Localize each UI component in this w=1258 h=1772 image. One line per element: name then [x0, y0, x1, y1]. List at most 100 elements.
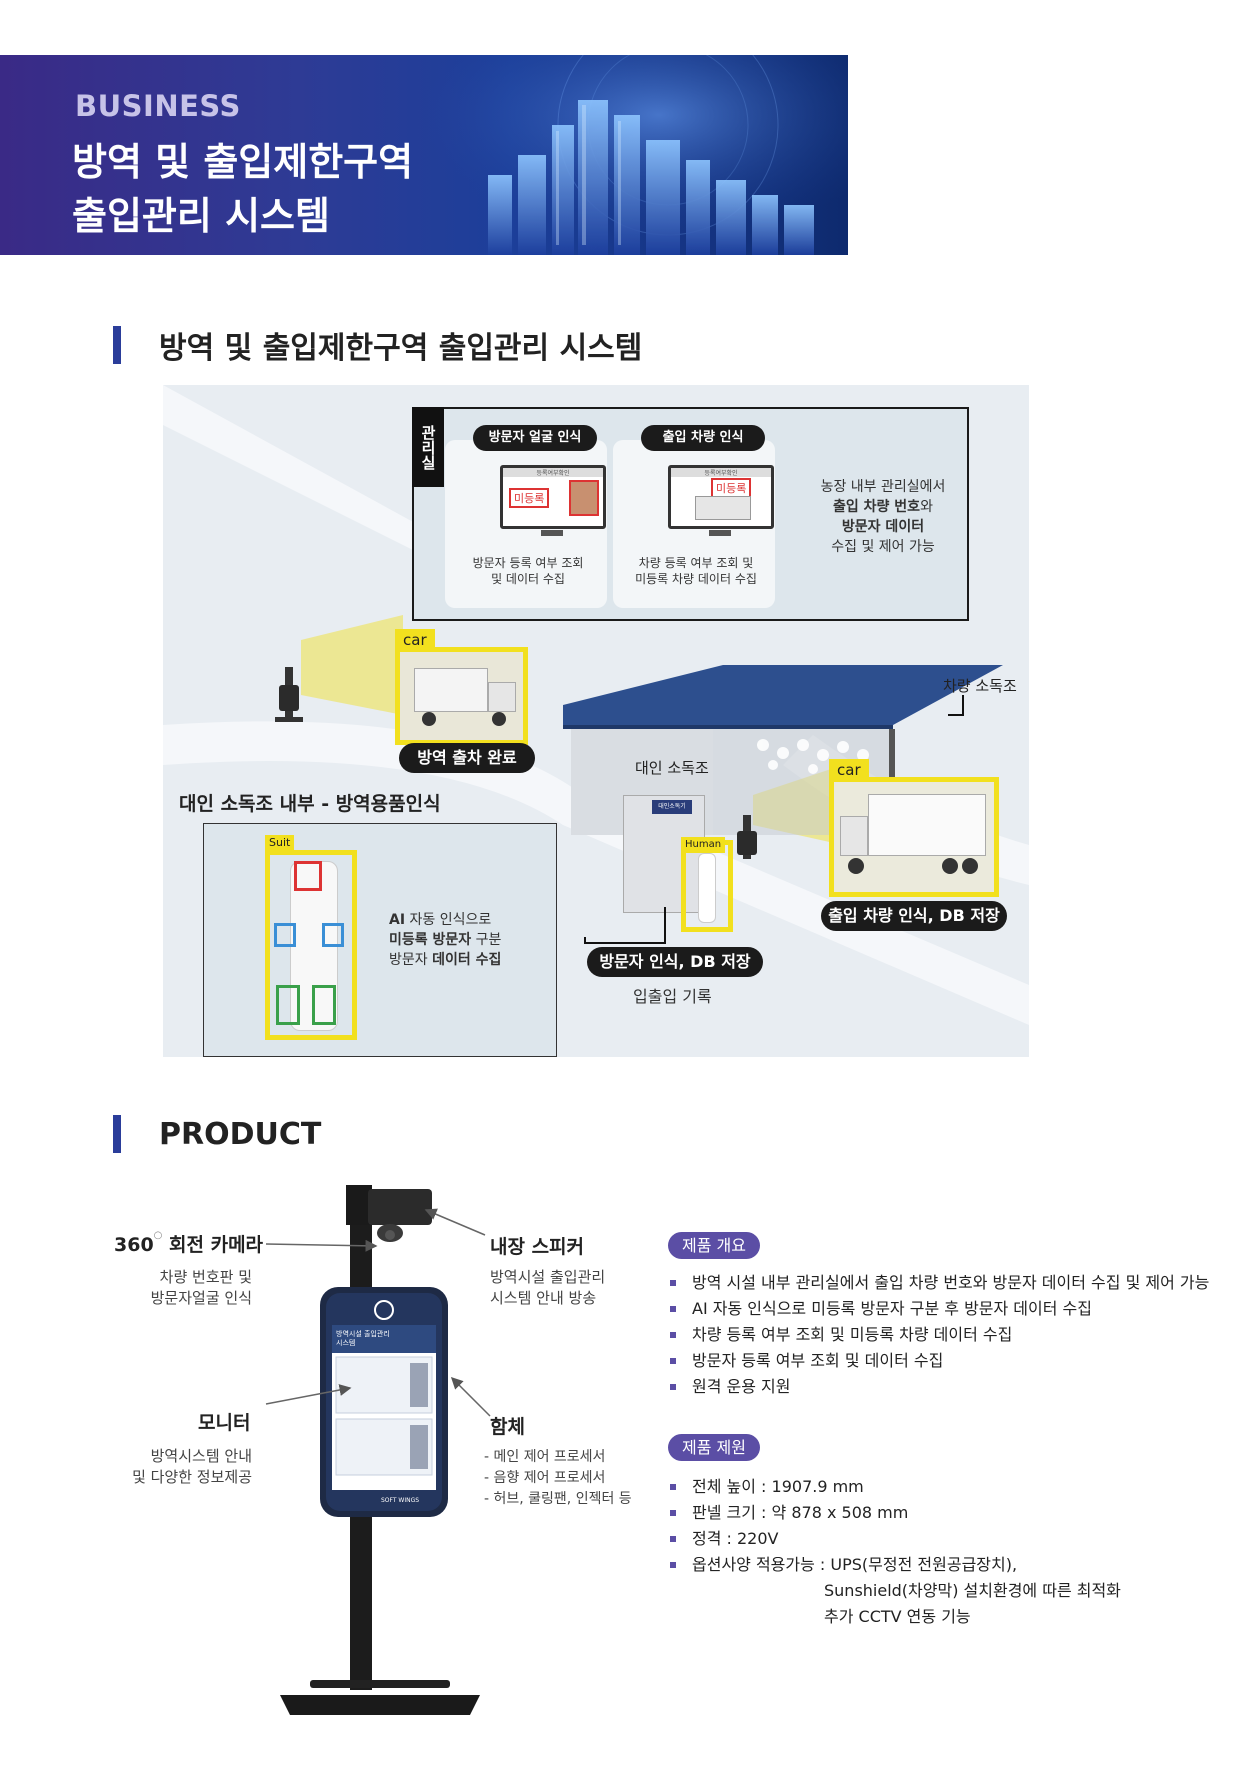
- entry-record-label: 입출입 기록: [633, 987, 712, 1006]
- speaker-callout-desc: 방역시설 출입관리 시스템 안내 방송: [490, 1267, 605, 1309]
- header-banner: BUSINESS 방역 및 출입제한구역 출입관리 시스템: [0, 55, 848, 255]
- speaker-desc-line-1: 방역시설 출입관리: [490, 1268, 606, 1286]
- ai-line-1-rest: 자동 인식으로: [405, 912, 492, 928]
- visitor-db-pill: 방문자 인식, DB 저장: [587, 947, 763, 977]
- human-detection-box: [681, 840, 733, 932]
- truck-wheel: [422, 712, 436, 726]
- face-screen-title: 등록여부확인: [503, 468, 603, 477]
- vehicle-caption-line-2: 미등록 차량 데이터 수집: [635, 572, 757, 586]
- spec-cont-line-1: Sunshield(차양막) 설치환경에 따른 최적화: [824, 1581, 1121, 1600]
- camera-callout-title: 360○ 회전 카메라: [114, 1230, 264, 1256]
- glove-detection-box-right: [322, 923, 344, 947]
- car-label-1: car: [395, 629, 435, 651]
- truck-cab-1: [488, 682, 516, 712]
- ai-line-3-pre: 방문자: [389, 952, 433, 968]
- spec-item: 전체 높이 : 1907.9 mm: [668, 1474, 1017, 1500]
- booth-sign: 대인소독기: [652, 800, 692, 814]
- overview-list: 방역 시설 내부 관리실에서 출입 차량 번호와 방문자 데이터 수집 및 제어…: [668, 1270, 1209, 1400]
- monitor-desc-line-1: 방역시스템 안내: [150, 1447, 252, 1465]
- case-callout-title: 함체: [490, 1416, 525, 1438]
- person-disinfection-label: 대인 소독조: [635, 759, 709, 777]
- vehicle-caption: 차량 등록 여부 조회 및 미등록 차량 데이터 수집: [615, 555, 777, 587]
- inner-booth-title: 대인 소독조 내부 - 방역용품인식: [179, 793, 441, 815]
- banner-title-line-2: 출입관리 시스템: [72, 194, 330, 238]
- vehicle-db-pill: 출입 차량 인식, DB 저장: [821, 901, 1007, 931]
- section-heading-text: 방역 및 출입제한구역 출입관리 시스템: [159, 331, 643, 366]
- banner-kicker: BUSINESS: [75, 89, 241, 123]
- car-label-2: car: [829, 759, 869, 781]
- suit-label: Suit: [265, 835, 295, 851]
- case-item: - 메인 제어 프로세서: [484, 1449, 606, 1465]
- heading-accent-bar: [113, 326, 121, 364]
- spec-continuation: Sunshield(차양막) 설치환경에 따른 최적화 추가 CCTV 연동 기…: [824, 1578, 1121, 1630]
- spec-item: 옵션사양 적용가능 : UPS(무정전 전원공급장치),: [668, 1552, 1017, 1578]
- face-unregistered-stamp: 미등록: [509, 488, 550, 508]
- face-photo: [569, 480, 599, 516]
- management-description: 농장 내부 관리실에서 출입 차량 번호와 방문자 데이터 수집 및 제어 가능: [803, 477, 963, 557]
- truck-cab-2: [840, 816, 868, 856]
- protective-suit-figure: [698, 853, 716, 923]
- monitor-callout-desc: 방역시스템 안내 및 다양한 정보제공: [110, 1446, 252, 1488]
- vehicle-screen-title: 등록여부확인: [671, 468, 771, 477]
- camera-desc-line-1: 차량 번호판 및: [159, 1268, 252, 1286]
- overview-item: 차량 등록 여부 조회 및 미등록 차량 데이터 수집: [668, 1322, 1209, 1348]
- ai-description: AI 자동 인식으로 미등록 방문자 구분 방문자 데이터 수집: [389, 910, 501, 970]
- callout-arrows: [265, 1208, 491, 1417]
- screen-title-line-1: 방역시설 출입관리: [336, 1330, 390, 1338]
- truck-wheel: [492, 712, 506, 726]
- face-caption: 방문자 등록 여부 조회 및 데이터 수집: [453, 555, 603, 587]
- boot-detection-box-left: [276, 985, 300, 1025]
- desc-conjunction: 와: [920, 499, 933, 515]
- human-label: Human: [681, 837, 726, 853]
- vehicle-monitor-stand: [709, 530, 731, 536]
- boot-detection-box-right: [312, 985, 336, 1025]
- city-graphic: [428, 55, 848, 255]
- mask-detection-box: [294, 861, 322, 891]
- kiosk-brand: SOFT WINGS: [380, 1497, 420, 1504]
- overview-item: 원격 운용 지원: [668, 1374, 1209, 1400]
- heading-accent-bar: [113, 1115, 121, 1153]
- car-done-pill: 방역 출차 완료: [399, 743, 535, 773]
- monitor-desc-line-2: 및 다양한 정보제공: [132, 1468, 252, 1486]
- face-monitor-stand: [541, 530, 563, 536]
- vehicle-disinfection-label: 차량 소독조: [943, 677, 1017, 695]
- truck-wheel: [848, 858, 864, 874]
- kiosk-base-left: [275, 717, 303, 722]
- car-detection-box-2: [829, 777, 999, 897]
- section-heading-system: 방역 및 출입제한구역 출입관리 시스템: [113, 323, 642, 367]
- truck-box-1: [414, 668, 488, 712]
- vehicle-caption-line-1: 차량 등록 여부 조회 및: [638, 556, 754, 570]
- desc-line-2: 출입 차량 번호와: [803, 497, 963, 517]
- vehicle-recognition-pill: 출입 차량 인식: [641, 425, 765, 451]
- camera-title-number: 360: [114, 1234, 154, 1256]
- spec-item: 판넬 크기 : 약 878 x 508 mm: [668, 1500, 1017, 1526]
- speaker-callout-title: 내장 스피커: [490, 1236, 585, 1258]
- screen-title-line-2: 시스템: [336, 1339, 356, 1347]
- face-recognition-pill: 방문자 얼굴 인식: [473, 425, 597, 451]
- face-caption-line-2: 및 데이터 수집: [491, 572, 565, 586]
- ai-line-3: 방문자 데이터 수집: [389, 950, 501, 970]
- kiosk-screen-right: [737, 831, 757, 855]
- truck-wheel: [962, 858, 978, 874]
- visitor-connector: [584, 907, 666, 944]
- banner-title: 방역 및 출입제한구역 출입관리 시스템: [72, 135, 413, 243]
- kiosk-product-image: [280, 1185, 480, 1715]
- spec-cont-line-2: 추가 CCTV 연동 기능: [824, 1607, 971, 1626]
- desc-line-1: 농장 내부 관리실에서: [820, 479, 946, 495]
- desc-line-4: 수집 및 제어 가능: [831, 539, 935, 555]
- banner-title-line-1: 방역 및 출입제한구역: [72, 140, 414, 184]
- overview-item: 방역 시설 내부 관리실에서 출입 차량 번호와 방문자 데이터 수집 및 제어…: [668, 1270, 1209, 1296]
- spec-item: 정격 : 220V: [668, 1526, 1017, 1552]
- overview-tag: 제품 개요: [668, 1232, 760, 1259]
- case-callout-desc: - 메인 제어 프로세서 - 음향 제어 프로세서 - 허브, 쿨링팬, 인젝터…: [484, 1447, 632, 1510]
- desc-vehicle-number: 출입 차량 번호: [833, 499, 921, 515]
- system-diagram: 관리실 방문자 얼굴 인식 등록여부확인 미등록 방문자 등록 여부 조회 및 …: [163, 385, 1029, 1057]
- face-monitor: 등록여부확인 미등록: [500, 465, 606, 529]
- truck-wheel: [942, 858, 958, 874]
- case-item: - 음향 제어 프로세서: [484, 1470, 606, 1486]
- kiosk-screen-bottom: 방역시설 출입관리 시스템: [357, 1483, 423, 1490]
- spec-tag: 제품 제원: [668, 1434, 760, 1461]
- ai-line-1: AI 자동 인식으로: [389, 910, 501, 930]
- camera-desc-line-2: 방문자얼굴 인식: [150, 1289, 252, 1307]
- face-caption-line-1: 방문자 등록 여부 조회: [472, 556, 584, 570]
